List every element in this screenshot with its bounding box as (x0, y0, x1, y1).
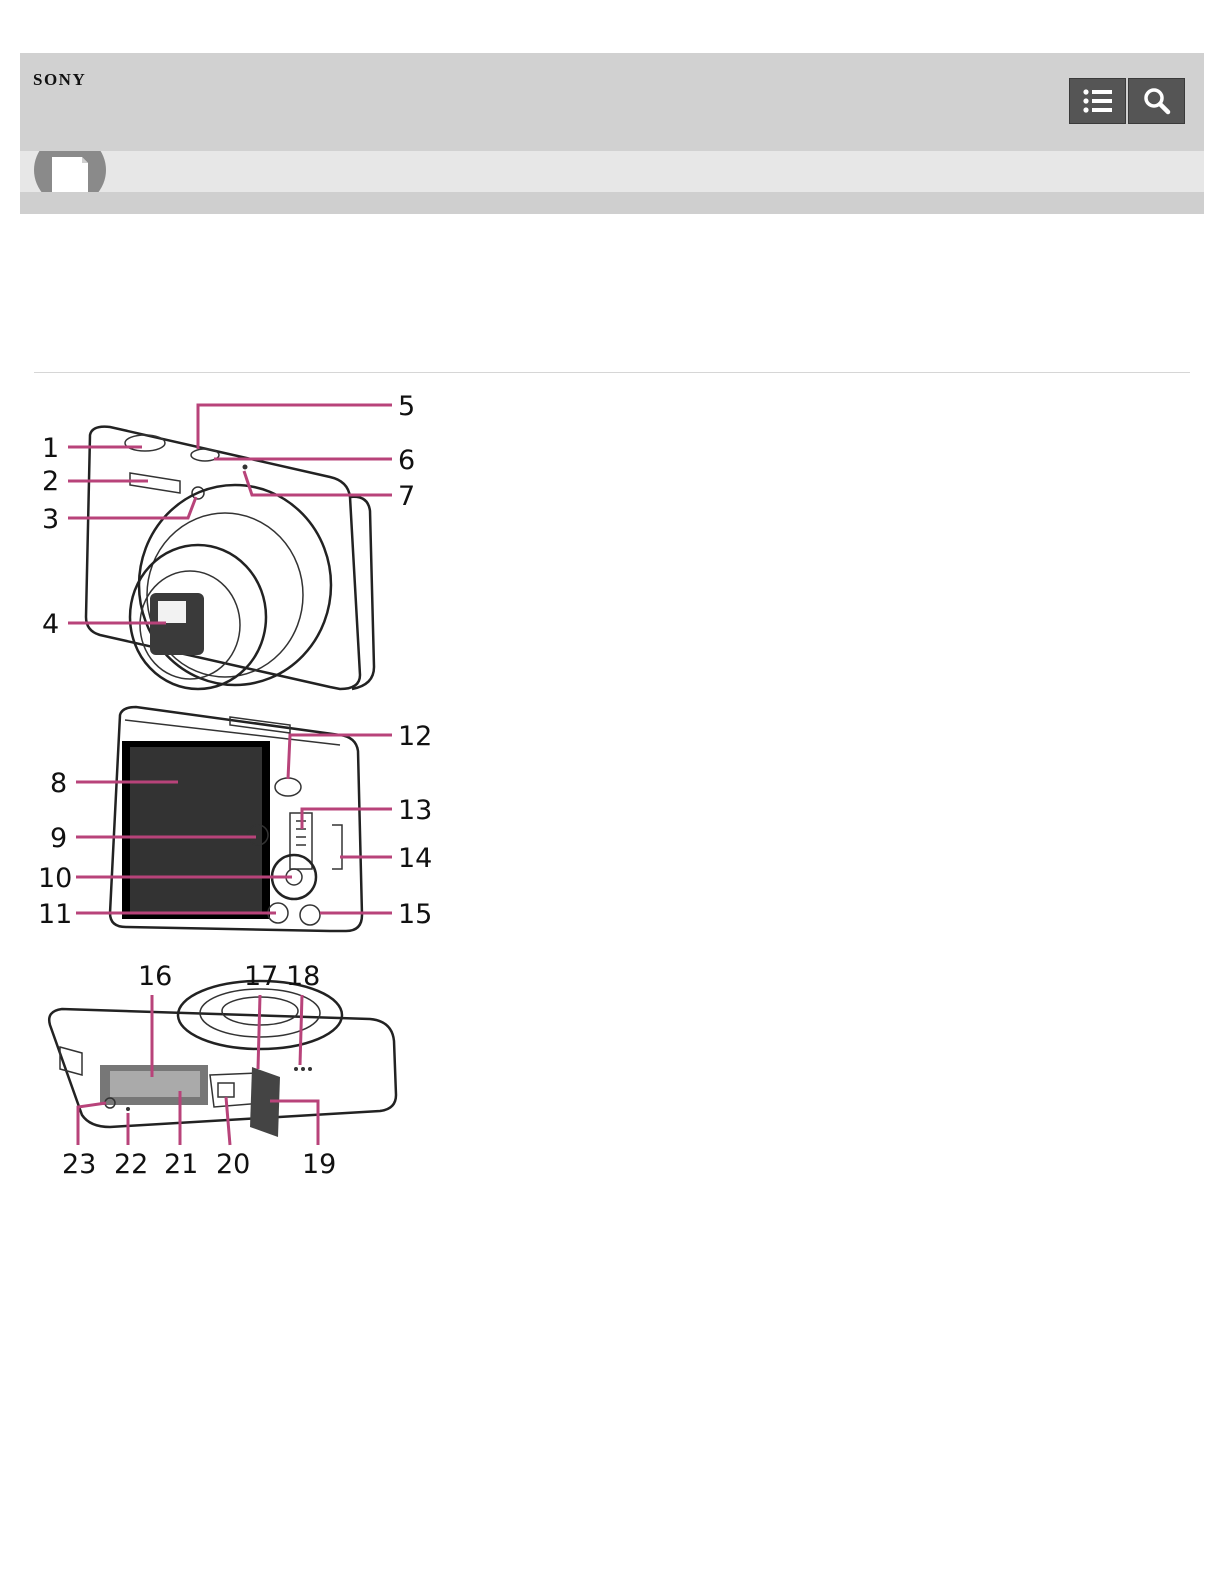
search-button[interactable] (1128, 78, 1185, 124)
camera-back-view (110, 707, 362, 931)
callout-4: 4 (42, 609, 59, 640)
book-icon[interactable] (30, 151, 110, 192)
callout-19: 19 (302, 1149, 336, 1180)
header-bar: SONY (20, 53, 1204, 151)
callout-22: 22 (114, 1149, 148, 1180)
callout-9: 9 (50, 823, 67, 854)
callout-12: 12 (398, 721, 432, 752)
callout-2: 2 (42, 466, 59, 497)
camera-parts-illustration: 1 2 3 4 5 6 7 8 9 (30, 385, 450, 1185)
toc-button[interactable] (1069, 78, 1126, 124)
callout-10: 10 (38, 863, 72, 894)
sony-logo[interactable]: SONY (33, 70, 86, 90)
callout-20: 20 (216, 1149, 250, 1180)
callout-6: 6 (398, 445, 415, 476)
callout-15: 15 (398, 899, 432, 930)
camera-front-view (86, 427, 374, 689)
callout-17: 17 (244, 961, 278, 992)
camera-bottom-view (49, 981, 396, 1137)
list-icon (1082, 88, 1114, 114)
callout-8: 8 (50, 768, 67, 799)
callout-18: 18 (286, 961, 320, 992)
callout-23: 23 (62, 1149, 96, 1180)
callout-11: 11 (38, 899, 72, 930)
callout-16: 16 (138, 961, 172, 992)
callout-3: 3 (42, 504, 59, 535)
breadcrumb-bar (20, 151, 1204, 192)
callout-7: 7 (398, 481, 415, 512)
header-bottom-strip (20, 192, 1204, 214)
callout-14: 14 (398, 843, 432, 874)
callout-21: 21 (164, 1149, 198, 1180)
content-divider (34, 372, 1190, 373)
callout-1: 1 (42, 433, 59, 464)
callout-5: 5 (398, 391, 415, 422)
search-icon (1143, 87, 1171, 115)
callout-13: 13 (398, 795, 432, 826)
